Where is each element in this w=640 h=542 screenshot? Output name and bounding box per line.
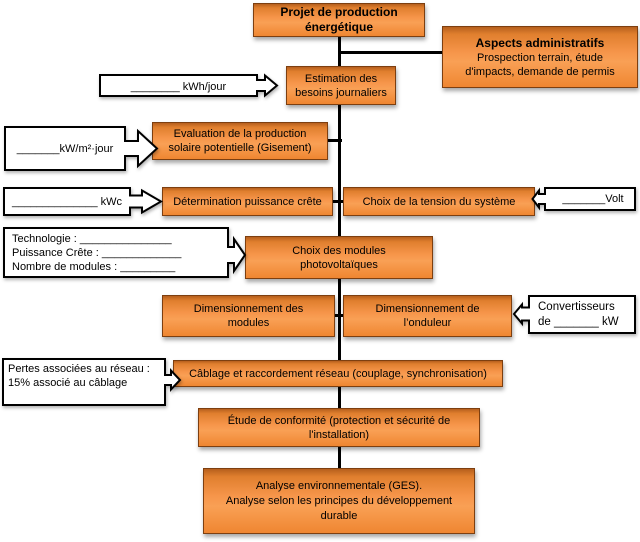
- node-determination-puissance: Détermination puissance crête: [162, 187, 333, 216]
- callout-line: ________ kWh/jour: [130, 80, 227, 93]
- callout-line: de _______ kW: [538, 316, 619, 328]
- node-line: énergétique: [304, 20, 373, 34]
- callout-line: Technologie : _______________: [12, 233, 172, 245]
- callout-arrow-right-icon: [3, 187, 163, 216]
- callout-pertes-reseau: Pertes associées au réseau : 15% associé…: [8, 362, 163, 390]
- node-line: l'installation): [308, 428, 370, 441]
- node-analyse-environnementale: Analyse environnementale (GES). Analyse …: [203, 468, 475, 534]
- node-etude-conformite: Étude de conformité (protection et sécur…: [198, 408, 480, 447]
- callout-arrow-right-icon: [2, 358, 182, 406]
- callout-kwc: ______________ kWc: [4, 188, 130, 215]
- node-line: Choix de la tension du système: [362, 195, 516, 208]
- node-line: Dimensionnement des: [193, 303, 304, 315]
- connector-determination-tension: [330, 200, 346, 203]
- node-dimensionnement-onduleur: Dimensionnement de l’onduleur: [343, 295, 512, 337]
- callout-kwh-jour: ________ kWh/jour: [100, 76, 257, 97]
- node-cablage-raccordement: Câblage et raccordement réseau (couplage…: [173, 360, 503, 387]
- node-line: Câblage et raccordement réseau (couplage…: [189, 367, 487, 380]
- callout-line: Pertes associées au réseau :: [8, 363, 150, 375]
- node-estimation-besoins: Estimation des besoins journaliers: [286, 66, 396, 105]
- node-line: d'impacts, demande de permis: [465, 65, 615, 78]
- node-line: Analyse selon les principes du développe…: [225, 494, 453, 507]
- node-line: photovoltaïques: [300, 258, 378, 271]
- connector-dimensionnement: [332, 314, 346, 317]
- node-line: Analyse environnementale (GES).: [255, 479, 423, 492]
- callout-arrow-right-icon: [99, 73, 279, 98]
- callout-line: ______________ kWc: [11, 195, 123, 208]
- node-line: Projet de production: [280, 5, 398, 19]
- node-line: besoins journaliers: [295, 86, 387, 99]
- node-line: l’onduleur: [403, 317, 452, 329]
- node-line: Evaluation de la production: [173, 128, 307, 140]
- connector-evaluation: [324, 139, 342, 142]
- callout-kw-m2-jour: _______kW/m²·jour: [5, 127, 125, 170]
- connector-to-aspects: [340, 51, 490, 54]
- node-line: Estimation des: [304, 72, 378, 85]
- callout-technologie: Technologie : _______________ Puissance …: [12, 232, 227, 274]
- node-line: durable: [320, 509, 358, 522]
- callout-line: _______kW/m²·jour: [16, 142, 114, 155]
- node-dimensionnement-modules: Dimensionnement des modules: [162, 295, 335, 337]
- node-line: Dimensionnement de: [375, 303, 480, 315]
- callout-volt: _______Volt: [545, 188, 635, 210]
- node-line: Choix des modules: [292, 244, 386, 257]
- node-title: Aspects administratifs: [475, 35, 605, 50]
- callout-arrow-right-icon: [3, 227, 247, 278]
- node-projet-production: Projet de production énergétique: [253, 3, 425, 37]
- node-line: modules: [227, 317, 270, 329]
- node-choix-modules: Choix des modules photovoltaïques: [245, 236, 433, 279]
- callout-line: Convertisseurs: [538, 301, 615, 313]
- node-aspects-administratifs: Aspects administratifs Prospection terra…: [442, 26, 638, 88]
- callout-line: Nombre de modules : _________: [12, 261, 176, 273]
- callout-arrow-left-icon: [531, 187, 636, 211]
- node-line: Détermination puissance crête: [173, 195, 322, 208]
- node-line: solaire potentielle (Gisement): [168, 142, 312, 154]
- node-evaluation-gisement: Evaluation de la production solaire pote…: [152, 122, 328, 160]
- node-line: Prospection terrain, étude: [477, 51, 603, 64]
- node-choix-tension: Choix de la tension du système: [343, 187, 535, 216]
- node-line: Étude de conformité (protection et sécur…: [227, 414, 451, 427]
- callout-line: _______Volt: [562, 193, 624, 205]
- callout-convertisseurs: Convertisseurs de _______ kW: [538, 300, 633, 330]
- callout-line: 15% associé au câblage: [8, 377, 128, 389]
- callout-line: Puissance Crête : _____________: [12, 247, 182, 259]
- callout-arrow-right-icon: [4, 126, 159, 171]
- callout-arrow-left-icon: [512, 295, 636, 334]
